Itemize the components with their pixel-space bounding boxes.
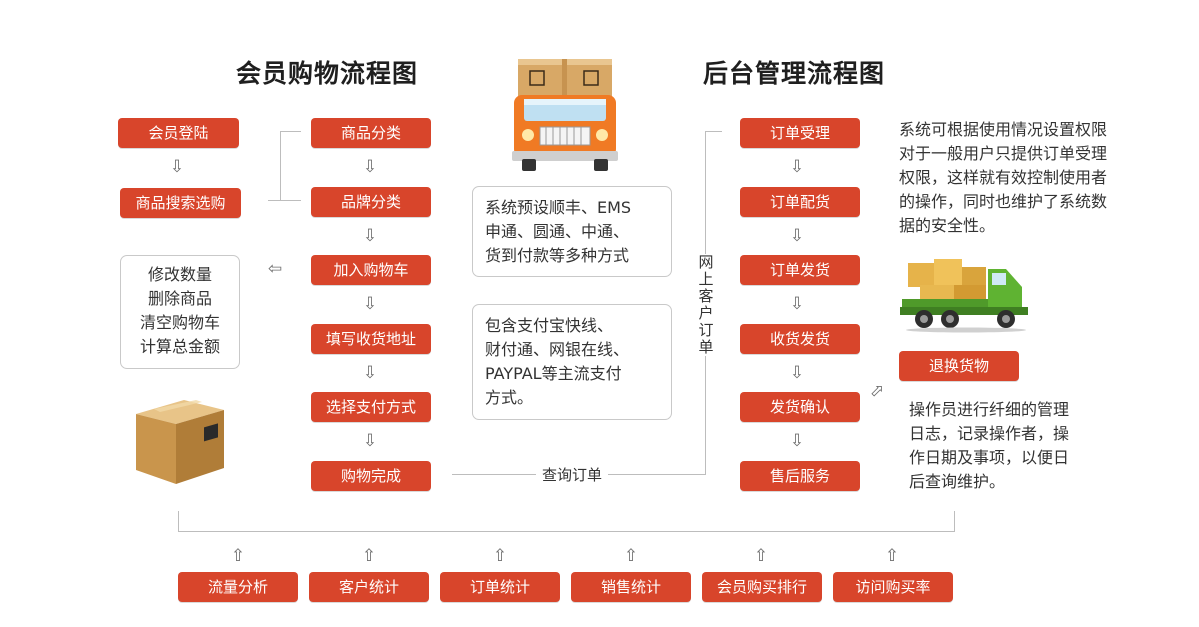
- analytics-traffic[interactable]: 流量分析: [178, 572, 298, 602]
- arrow-down-icon: ⇩: [789, 431, 805, 451]
- analytics-sales[interactable]: 销售统计: [571, 572, 691, 602]
- step-shipping-address[interactable]: 填写收货地址: [311, 324, 431, 354]
- arrow-down-icon: ⇩: [789, 363, 805, 383]
- arrow-diagonal-icon: ⬀: [869, 381, 885, 401]
- arrow-up-icon: ⇧: [492, 546, 508, 566]
- log-line: 作日期及事项，以便日: [909, 448, 1070, 467]
- log-line: 日志，记录操作者，操: [909, 424, 1070, 443]
- permission-line: 据的安全性。: [899, 216, 996, 235]
- step-add-to-cart[interactable]: 加入购物车: [311, 255, 431, 285]
- bottom-bracket-right: [954, 511, 955, 532]
- permission-line: 权限，这样就有效控制使用者: [899, 168, 1108, 187]
- admin-order-accept[interactable]: 订单受理: [740, 118, 860, 148]
- log-line: 操作员进行纤细的管理: [909, 400, 1070, 419]
- step-purchase-complete[interactable]: 购物完成: [311, 461, 431, 491]
- payment-options-note: 包含支付宝快线、 财付通、网银在线、 PAYPAL等主流支付 方式。: [472, 304, 672, 420]
- member-flow-title: 会员购物流程图: [236, 59, 419, 88]
- arrow-down-icon: ⇩: [789, 294, 805, 314]
- shipping-line: 系统预设顺丰、EMS: [485, 198, 632, 217]
- bracket-line-bottom: [268, 200, 301, 201]
- cart-op-item: 清空购物车: [139, 313, 220, 332]
- bracket-line-top: [280, 131, 301, 132]
- admin-order-picking[interactable]: 订单配货: [740, 187, 860, 217]
- arrow-down-icon: ⇩: [362, 363, 378, 383]
- operation-log-description: 操作员进行纤细的管理 日志，记录操作者，操 作日期及事项，以便日 后查询维护。: [909, 398, 1095, 494]
- payment-line: 方式。: [485, 388, 534, 407]
- arrow-down-icon: ⇩: [789, 157, 805, 177]
- arrow-up-icon: ⇧: [753, 546, 769, 566]
- admin-order-ship[interactable]: 订单发货: [740, 255, 860, 285]
- cart-op-item: 修改数量: [147, 265, 212, 284]
- cart-op-item: 计算总金额: [139, 337, 220, 356]
- arrow-up-icon: ⇧: [361, 546, 377, 566]
- analytics-customers[interactable]: 客户统计: [309, 572, 429, 602]
- permission-line: 系统可根据使用情况设置权限: [899, 120, 1108, 139]
- arrow-down-icon: ⇩: [362, 226, 378, 246]
- log-line: 后查询维护。: [909, 472, 1006, 491]
- admin-delivery-confirm[interactable]: 发货确认: [740, 392, 860, 422]
- step-product-category[interactable]: 商品分类: [311, 118, 431, 148]
- bottom-bracket-left: [178, 511, 179, 532]
- cart-operations-note: 修改数量 删除商品 清空购物车 计算总金额: [120, 255, 240, 369]
- analytics-conversion-rate[interactable]: 访问购买率: [833, 572, 953, 602]
- bottom-bracket-horizontal: [178, 531, 955, 532]
- cart-op-item: 删除商品: [147, 289, 212, 308]
- permission-line: 的操作，同时也维护了系统数: [899, 192, 1108, 211]
- return-goods-button[interactable]: 退换货物: [899, 351, 1019, 381]
- arrow-down-icon: ⇩: [789, 226, 805, 246]
- arrow-up-icon: ⇧: [230, 546, 246, 566]
- arrow-up-icon: ⇧: [623, 546, 639, 566]
- analytics-member-ranking[interactable]: 会员购买排行: [702, 572, 822, 602]
- step-brand-category[interactable]: 品牌分类: [311, 187, 431, 217]
- arrow-left-icon: ⇦: [267, 259, 283, 279]
- bracket-line-vertical: [280, 131, 281, 201]
- step-payment-method[interactable]: 选择支付方式: [311, 392, 431, 422]
- shipping-line: 货到付款等多种方式: [485, 246, 630, 265]
- payment-line: 包含支付宝快线、: [485, 316, 614, 335]
- payment-line: PAYPAL等主流支付: [485, 364, 622, 383]
- arrow-down-icon: ⇩: [169, 157, 185, 177]
- shipping-line: 申通、圆通、中通、: [485, 222, 630, 241]
- cardboard-box-illustration: [136, 400, 224, 484]
- member-login-button[interactable]: 会员登陆: [118, 118, 239, 148]
- admin-receive-ship[interactable]: 收货发货: [740, 324, 860, 354]
- delivery-truck-illustration: [512, 59, 618, 171]
- product-search-button[interactable]: 商品搜索选购: [120, 188, 241, 218]
- admin-after-sales[interactable]: 售后服务: [740, 461, 860, 491]
- admin-flow-title: 后台管理流程图: [703, 59, 886, 88]
- arrow-down-icon: ⇩: [362, 294, 378, 314]
- arrow-down-icon: ⇩: [362, 157, 378, 177]
- cargo-truck-illustration: [900, 259, 1028, 333]
- shipping-options-note: 系统预设顺丰、EMS 申通、圆通、中通、 货到付款等多种方式: [472, 186, 672, 277]
- online-order-line-top: [705, 131, 722, 132]
- query-order-label: 查询订单: [536, 464, 609, 485]
- online-order-label: 网上客户订单: [697, 253, 715, 356]
- arrow-up-icon: ⇧: [884, 546, 900, 566]
- arrow-down-icon: ⇩: [362, 431, 378, 451]
- permission-description: 系统可根据使用情况设置权限 对于一般用户只提供订单受理 权限，这样就有效控制使用…: [899, 118, 1145, 238]
- permission-line: 对于一般用户只提供订单受理: [899, 144, 1108, 163]
- analytics-orders[interactable]: 订单统计: [440, 572, 560, 602]
- payment-line: 财付通、网银在线、: [485, 340, 630, 359]
